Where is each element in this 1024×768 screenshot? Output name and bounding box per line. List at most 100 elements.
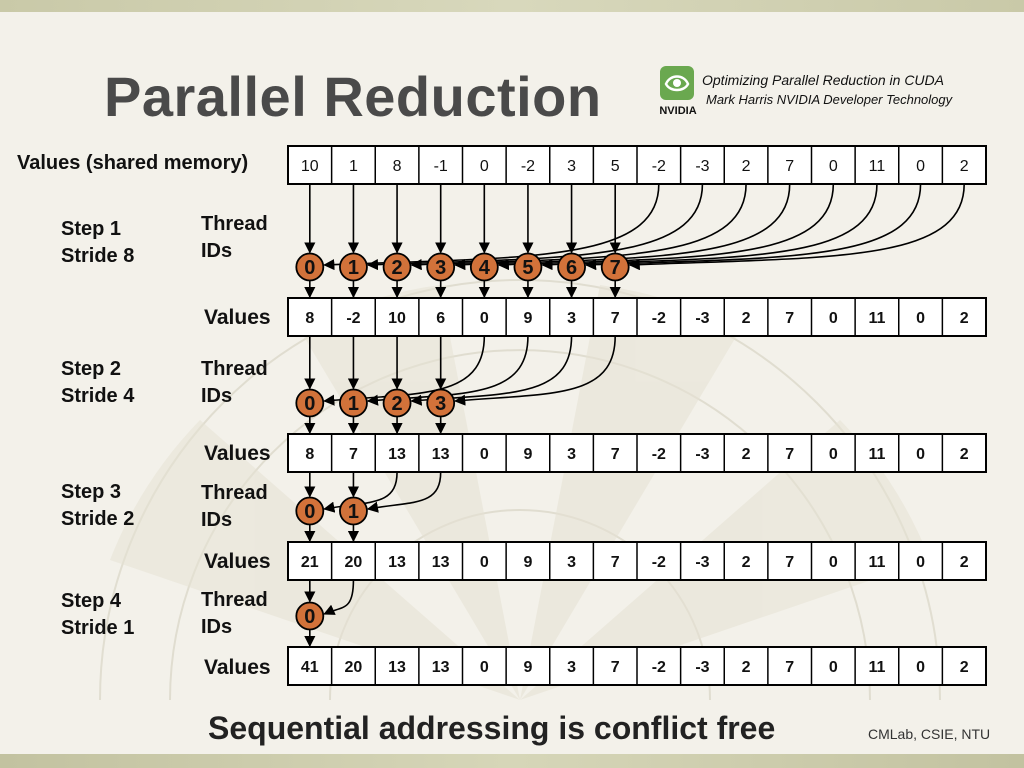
thread-2-step1: 2 — [382, 252, 412, 282]
flow-arrow — [323, 471, 398, 513]
value-cell: 0 — [829, 446, 838, 463]
thread-0-step4: 0 — [295, 601, 325, 631]
thread-3-step2: 3 — [426, 388, 456, 418]
value-cell: 2 — [960, 158, 969, 175]
value-cell: 20 — [345, 659, 363, 676]
flow-arrow — [410, 183, 747, 271]
value-cell: 0 — [829, 310, 838, 327]
value-cell: 0 — [829, 158, 838, 175]
step2-label: Step 2 Stride 4 — [61, 356, 134, 410]
value-cell: 9 — [523, 446, 532, 463]
value-cell: -2 — [346, 310, 360, 327]
value-cell: 7 — [785, 446, 794, 463]
value-cell: 0 — [829, 554, 838, 571]
value-cell: 0 — [829, 659, 838, 676]
thread-circle — [469, 252, 499, 282]
thread-circle — [295, 601, 325, 631]
thread-circle — [295, 496, 325, 526]
thread-id: 0 — [304, 257, 315, 279]
value-cell: 9 — [523, 310, 532, 327]
value-cell: 2 — [960, 659, 969, 676]
value-cell: -2 — [652, 659, 666, 676]
bottom-band — [0, 754, 1024, 768]
value-cell: -3 — [695, 446, 709, 463]
flow-arrow — [628, 183, 965, 271]
step2-arrows — [304, 335, 616, 435]
initial-values-label: Values (shared memory) — [17, 152, 249, 174]
value-cell: -3 — [695, 659, 709, 676]
value-cell: 11 — [869, 158, 886, 175]
value-cell: 7 — [611, 554, 620, 571]
thread-id: 3 — [435, 257, 446, 279]
thread-label-line1: Thread — [201, 482, 268, 504]
reference-title: Optimizing Parallel Reduction in CUDA — [702, 72, 944, 88]
thread-circle — [513, 252, 543, 282]
thread-id: 2 — [392, 257, 403, 279]
nvidia-logo-icon: NVIDIA — [659, 66, 697, 117]
value-cell: 21 — [301, 554, 319, 571]
thread-0-step2: 0 — [295, 388, 325, 418]
value-cell: 3 — [567, 554, 576, 571]
value-cell: 0 — [480, 659, 489, 676]
flow-arrow — [323, 183, 660, 271]
step4-arrows — [304, 579, 355, 648]
value-cell: 11 — [868, 554, 885, 571]
value-cell: 13 — [388, 446, 406, 463]
value-cell: 7 — [349, 446, 358, 463]
step2-values-label: Values — [204, 442, 271, 465]
thread-label-line2: IDs — [201, 385, 233, 407]
thread-label-line1: Thread — [201, 358, 268, 380]
value-cell: 2 — [742, 158, 751, 175]
value-cell: 7 — [611, 659, 620, 676]
step4-title: Step 4 — [61, 590, 122, 612]
flow-arrow — [584, 183, 922, 271]
value-cell: -2 — [652, 158, 666, 175]
thread-2-step2: 2 — [382, 388, 412, 418]
value-cell: -1 — [434, 158, 448, 175]
step3-thread-label: Thread IDs — [201, 480, 268, 534]
value-cell: 13 — [388, 554, 406, 571]
value-cell: 11 — [868, 659, 885, 676]
value-cell: -2 — [521, 158, 535, 175]
value-cell: 2 — [960, 554, 969, 571]
thread-label-line2: IDs — [201, 616, 233, 638]
value-cell: 3 — [567, 659, 576, 676]
thread-id: 0 — [304, 393, 315, 415]
value-cell: 2 — [742, 554, 751, 571]
thread-7-step1: 7 — [600, 252, 630, 282]
thread-label-line2: IDs — [201, 509, 233, 531]
step4-thread-label: Thread IDs — [201, 587, 268, 641]
thread-circle — [295, 252, 325, 282]
thread-5-step1: 5 — [513, 252, 543, 282]
value-cell: 7 — [611, 310, 620, 327]
value-cell: 2 — [742, 659, 751, 676]
value-cell: 0 — [916, 310, 925, 327]
thread-circle — [339, 496, 368, 526]
value-cell: -3 — [695, 158, 709, 175]
step1-thread-label: Thread IDs — [201, 211, 268, 265]
step3-stride: Stride 2 — [61, 508, 135, 530]
thread-6-step1: 6 — [557, 252, 586, 282]
value-cell: 11 — [868, 310, 885, 327]
thread-id: 1 — [348, 501, 359, 523]
thread-circle — [295, 388, 325, 418]
value-cell: 2 — [742, 446, 751, 463]
value-cell: 41 — [301, 659, 319, 676]
value-cell: 13 — [432, 446, 450, 463]
flow-arrow — [454, 335, 616, 406]
value-cell: 11 — [868, 446, 885, 463]
value-cell: 0 — [916, 554, 925, 571]
reference-author: Mark Harris NVIDIA Developer Technology — [706, 92, 953, 107]
value-cell: 9 — [523, 554, 532, 571]
value-cell: 9 — [523, 659, 532, 676]
value-cell: -3 — [695, 554, 709, 571]
value-cell: 7 — [785, 554, 794, 571]
thread-id: 0 — [304, 606, 315, 628]
value-cell: -2 — [652, 310, 666, 327]
value-cell: 13 — [432, 554, 450, 571]
step4-values-label: Values — [204, 656, 271, 679]
value-cell: -3 — [695, 310, 709, 327]
